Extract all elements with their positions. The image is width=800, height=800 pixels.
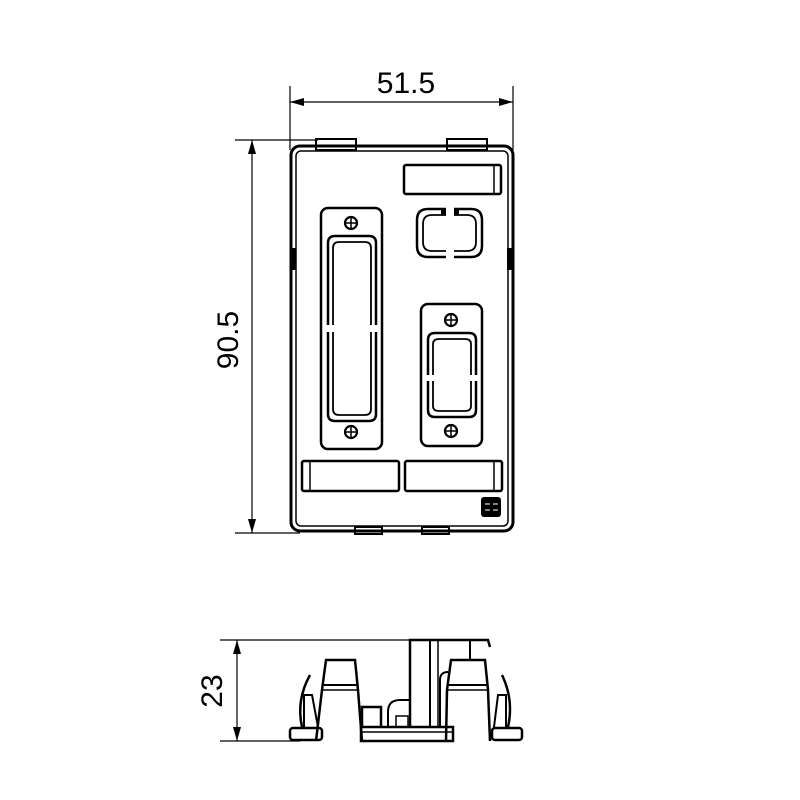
width-dimension: 51.5 bbox=[289, 67, 514, 150]
side-center-block bbox=[387, 638, 492, 728]
screw-hole-icon bbox=[443, 312, 459, 328]
square-connector-cutout bbox=[415, 207, 484, 259]
side-spring-clips bbox=[299, 674, 512, 728]
width-dimension-label: 51.5 bbox=[377, 67, 435, 100]
side-view: 23 bbox=[196, 638, 524, 743]
side-right-post bbox=[444, 658, 492, 742]
height-dimension: 90.5 bbox=[212, 139, 318, 534]
screw-hole-icon bbox=[343, 424, 359, 440]
screw-hole-icon bbox=[443, 423, 459, 439]
top-label-slot bbox=[402, 163, 503, 196]
side-height-dimension: 23 bbox=[196, 639, 410, 742]
screw-hole-icon bbox=[343, 215, 359, 231]
frame-outline bbox=[289, 138, 515, 535]
bottom-label-slots bbox=[300, 459, 504, 493]
top-view: 51.5 90.5 bbox=[212, 67, 515, 535]
side-left-post bbox=[314, 658, 383, 742]
logo-mark-icon bbox=[481, 497, 501, 517]
dsub-large-cutout bbox=[319, 206, 384, 451]
dsub-small-cutout bbox=[419, 302, 484, 448]
side-height-dimension-label: 23 bbox=[196, 674, 229, 707]
height-dimension-label: 90.5 bbox=[212, 311, 245, 369]
side-base bbox=[288, 725, 524, 743]
